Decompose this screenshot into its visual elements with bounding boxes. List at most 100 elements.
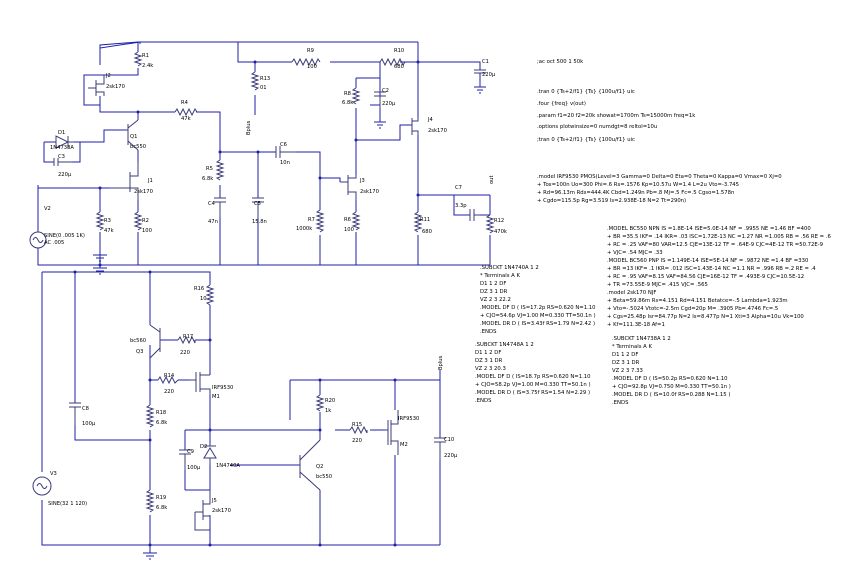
subckt-1n4740a-line: .MODEL DF D ( IS=17.2p RS=0.620 N=1.10 (480, 305, 596, 311)
subckt-1n4738a-line: * Terminals A K (612, 344, 652, 350)
label-r18-value: 6.8k (156, 420, 167, 426)
label-r8-value: 6.8k (342, 100, 353, 106)
label-r4-name: R4 (181, 100, 189, 106)
label-j4-name: J4 (427, 117, 434, 123)
directive-param: .param f1=20 f2=20k showat=1700m Ts=1500… (537, 113, 696, 119)
label-v3-value: SINE(32 1 120) (48, 501, 87, 507)
label-j3-name: J3 (359, 178, 365, 184)
label-c2-value: 220µ (382, 101, 396, 107)
label-c8-value: 100µ (82, 421, 96, 427)
subckt-1n4748a-line: VZ 2 3 20.3 (475, 366, 506, 372)
label-v3-name: V3 (50, 471, 57, 477)
label-c8-name: C8 (82, 406, 89, 412)
label-j5-value: 2sk170 (212, 508, 231, 514)
subckt-1n4738a-line: .ENDS (612, 400, 629, 406)
model-bc-line: + Kf=111.3E-18 Af=1 (607, 322, 665, 328)
label-r5-name: R5 (206, 166, 213, 172)
model-bc-line: .MODEL BC550 NPN IS =1.8E-14 ISE=5.0E-14… (607, 226, 811, 232)
label-m1-name: M1 (212, 394, 220, 400)
label-r12-value: 470k (494, 229, 507, 235)
model-irf9530-line: + Tox=100n Uo=300 Phi=.6 Rs=.1576 Kp=10.… (537, 182, 739, 188)
model-bc-line: + RC = .25 VAF=80 VAR=12.5 CJE=13E-12 TF… (607, 242, 823, 248)
label-r12-name: R12 (494, 218, 504, 224)
directive-tran-commented: ;tran 0 {Ts+2/f1} {Ts} {100u/f1} uic (537, 137, 635, 143)
model-bc-line: + BR =35.5 IKF= .14 IKR= .03 ISC=1.72E-1… (607, 234, 831, 240)
label-j1-value: 2sk170 (134, 189, 153, 195)
subckt-1n4748a-line: .MODEL DF D ( IS=18.7p RS=0.620 N=1.10 (475, 374, 591, 380)
subckt-1n4738a-line: + CJO=92.8p VJ=0.750 M=0.330 TT=50.1n ) (612, 384, 731, 390)
label-r20-value: 1k (325, 408, 331, 414)
label-c5-value: 15.8n (252, 219, 267, 225)
subckt-1n4738a-line: .MODEL DF D ( IS=50.2p RS=0.620 N=1.10 (612, 376, 728, 382)
model-bc-line: + Beta=59.86m Rs=4.151 Rd=4.151 Betatce=… (607, 298, 787, 304)
label-j2-name: J2 (105, 73, 111, 79)
directive-ac: ;ac oct 500 1 50k (537, 59, 584, 65)
bottom-circuit-wires (41, 271, 441, 546)
label-c9-value: 100µ (187, 465, 201, 471)
label-r3-value: 47k (104, 228, 114, 234)
label-c10-name: C10 (444, 437, 454, 443)
label-r14-value: 220 (164, 389, 174, 395)
label-r6-name: R6 (344, 217, 351, 223)
label-c6-value: 10n (280, 160, 290, 166)
label-d1-name: D1 (58, 130, 65, 136)
label-r9-value: 100 (307, 64, 317, 70)
spice-directives: ;ac oct 500 1 50k .tran 0 {Ts+2/f1} {Ts}… (475, 59, 831, 406)
label-c5-name: C5 (254, 201, 261, 207)
net-label-bplus-top: Bplus (246, 120, 252, 135)
label-d1-value: 1N4738A (50, 145, 74, 151)
label-j4-value: 2sk170 (428, 128, 447, 134)
label-r14-name: R14 (164, 373, 175, 379)
model-irf9530-line: + Rd=96.13m Rds=444.4K Cbd=1.249n Pb=.8 … (537, 190, 734, 196)
subckt-1n4740a-line: .ENDS (480, 329, 497, 335)
label-r17-value: 220 (180, 350, 190, 356)
model-bc-line: + RC = .95 VAF=8.15 VAF=84.56 CJE=16E-12… (607, 274, 804, 280)
subckt-1n4738a-line: .SUBCKT 1N4738A 1 2 (612, 336, 671, 342)
model-bc-line: .MODEL BC560 PNP IS =1.149E-14 ISE=5E-14… (607, 258, 809, 264)
label-c4-name: C4 (208, 201, 216, 207)
label-q3-value: bc560 (130, 338, 146, 344)
label-q1-value: bc550 (130, 144, 146, 150)
model-bc-line: + Cgs=25.48p Isr=84.77p N=2 Is=8.477p N=… (607, 314, 804, 320)
label-r1-value: 2.4k (142, 63, 153, 69)
label-r7-name: R7 (308, 217, 315, 223)
label-r19-name: R19 (156, 495, 166, 501)
label-v2-name: V2 (44, 206, 51, 212)
label-r9-name: R9 (307, 48, 314, 54)
label-r15-name: R15 (352, 422, 362, 428)
subckt-1n4740a-line: * Terminals A K (480, 273, 520, 279)
label-d2-value: 1N4740A (216, 463, 240, 469)
subckt-1n4738a-line: D1 1 2 DF (612, 352, 638, 358)
label-r3-name: R3 (104, 218, 111, 224)
component-labels: R1 2.4k J2 2sk170 R9 100 R10 680 C1 220µ… (44, 48, 507, 514)
label-r18-name: R18 (156, 410, 166, 416)
subckt-1n4740a-line: .SUBCKT 1N4740A 1 2 (480, 265, 539, 271)
label-c7-value: 3.3p (455, 203, 467, 209)
label-c6-name: C6 (280, 142, 287, 148)
label-r13-value: 01 (260, 85, 267, 91)
subckt-1n4748a-line: .MODEL DR D ( IS=3.75f RS=1.54 N=2.29 ) (475, 390, 590, 396)
model-bc-line: + Vto=-.5024 Vtotc=-2.5m Cgd=20p M= .390… (607, 306, 778, 312)
subckt-1n4740a-line: VZ 2 3 22.2 (480, 297, 511, 303)
label-r6-value: 100 (344, 227, 354, 233)
subckt-1n4748a-line: .SUBCKT 1N4748A 1 2 (475, 342, 534, 348)
label-r11-value: 680 (422, 229, 432, 235)
label-q1-name: Q1 (130, 134, 137, 140)
label-q3-name: Q3 (136, 349, 143, 355)
model-bc-line: + BR =13 IKF= .1 IKR= .012 ISC=1.43E-14 … (607, 266, 816, 272)
component-symbols (29, 51, 495, 560)
label-c4-value: 47n (208, 219, 218, 225)
model-irf9530-line: + Cgdo=115.5p Rg=3.519 Is=2.938E-18 N=2 … (537, 198, 686, 204)
directive-four: .four {freq} v(out) (537, 101, 586, 107)
label-j3-value: 2sk170 (360, 189, 379, 195)
label-c2-name: C2 (382, 88, 389, 94)
label-r11-name: R11 (420, 217, 430, 223)
label-j2-value: 2sk170 (106, 84, 125, 90)
directive-options: .options plotwinsize=0 numdgt=8 reltol=1… (537, 124, 657, 130)
label-r4-value: 47k (181, 116, 191, 122)
label-j5-name: J5 (211, 498, 217, 504)
subckt-1n4748a-line: DZ 3 1 DR (475, 358, 503, 364)
label-r8-name: R8 (344, 91, 351, 97)
label-r10-name: R10 (394, 48, 404, 54)
